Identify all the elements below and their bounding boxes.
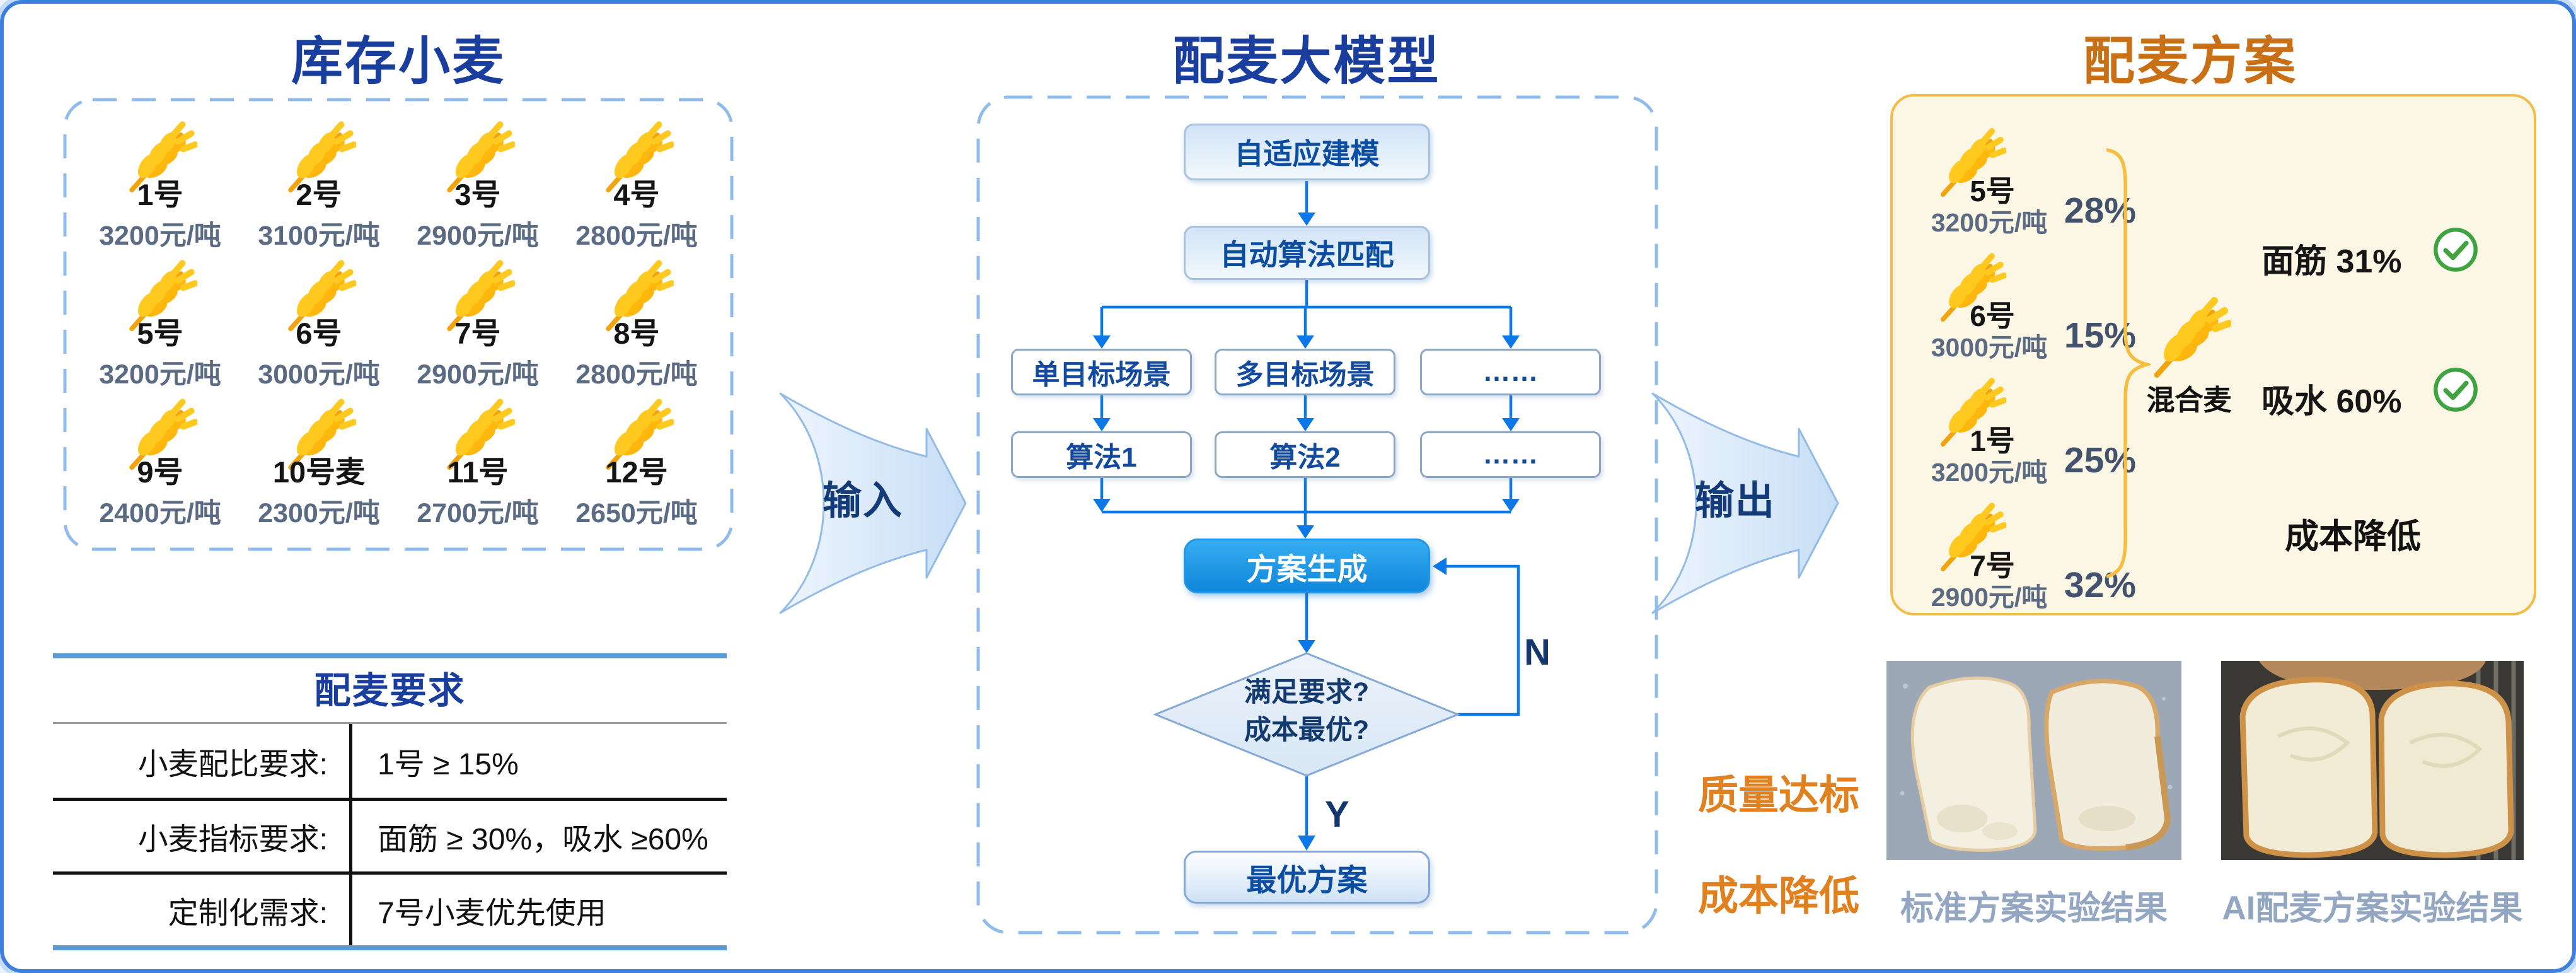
wheat-price: 3100元/吨 bbox=[258, 221, 380, 251]
output-arrow-label: 输出 bbox=[1694, 479, 1776, 523]
node-optimal-plan: 最优方案 bbox=[1184, 851, 1430, 904]
stock-wheat-grid: 1号 3200元/吨 2号 3100元/吨 3号 2900元/吨 4号 2800… bbox=[63, 98, 734, 551]
wheat-card: 3号 2900元/吨 bbox=[417, 119, 539, 253]
wheat-price: 2900元/吨 bbox=[417, 359, 539, 390]
wheat-price: 3200元/吨 bbox=[99, 359, 221, 390]
node-adaptive-modeling: 自适应建模 bbox=[1184, 124, 1430, 180]
input-big-arrow-icon bbox=[779, 392, 967, 614]
wheat-price: 2300元/吨 bbox=[258, 498, 380, 528]
wheat-name: 2号 bbox=[296, 178, 342, 211]
node-multi-objective-scene: 多目标场景 bbox=[1215, 349, 1395, 395]
node-auto-algorithm-matching: 自动算法匹配 bbox=[1184, 226, 1430, 280]
row-label: 小麦配比要求: bbox=[137, 747, 328, 781]
wheat-card: 11号 2700元/吨 bbox=[417, 396, 539, 530]
table-row: 定制化需求: 7号小麦优先使用 bbox=[53, 871, 727, 945]
branch-yes-label: Y bbox=[1325, 794, 1349, 835]
row-value: 面筋 ≥ 30%，吸水 ≥60% bbox=[349, 801, 727, 871]
decision-line-2: 成本最优? bbox=[1244, 715, 1370, 745]
wheat-name: 3号 bbox=[454, 178, 501, 211]
wheat-price: 2400元/吨 bbox=[99, 498, 221, 528]
wheat-name: 5号 bbox=[137, 317, 183, 350]
table-row: 小麦指标要求: 面筋 ≥ 30%，吸水 ≥60% bbox=[53, 798, 727, 871]
mix-item: 5号 3200元/吨 28% bbox=[1917, 127, 2136, 247]
wheat-card: 2号 3100元/吨 bbox=[258, 119, 380, 253]
mix-item: 7号 2900元/吨 32% bbox=[1917, 501, 2136, 621]
row-label: 小麦指标要求: bbox=[137, 823, 328, 856]
cost-reduction-note: 成本降低 bbox=[2285, 518, 2421, 556]
mix-wheat-price: 3200元/吨 bbox=[1931, 208, 2048, 237]
decision-diamond-text: 满足要求? 成本最优? bbox=[1162, 673, 1452, 749]
wheat-name: 6号 bbox=[296, 317, 342, 350]
wheat-price: 2700元/吨 bbox=[417, 498, 539, 528]
brace-icon bbox=[2106, 148, 2151, 578]
branch-no-label: N bbox=[1524, 632, 1551, 673]
wheat-name: 1号 bbox=[137, 178, 183, 211]
wheat-price: 3000元/吨 bbox=[258, 359, 380, 390]
mix-wheat-name: 6号 bbox=[1970, 300, 2015, 332]
mix-wheat-name: 7号 bbox=[1970, 549, 2015, 582]
mix-wheat-percent: 32% bbox=[2064, 565, 2136, 605]
node-more-scenes: …… bbox=[1420, 349, 1601, 395]
wheat-name: 8号 bbox=[613, 317, 660, 350]
row-label: 定制化需求: bbox=[168, 897, 328, 930]
wheat-price: 3200元/吨 bbox=[99, 221, 221, 251]
experiment-photo-ai bbox=[2221, 661, 2524, 860]
decision-line-1: 满足要求? bbox=[1244, 677, 1370, 708]
node-plan-generation: 方案生成 bbox=[1184, 539, 1430, 593]
wheat-card: 12号 2650元/吨 bbox=[575, 396, 698, 530]
mix-wheat-price: 2900元/吨 bbox=[1931, 583, 2048, 612]
wheat-card: 9号 2400元/吨 bbox=[99, 396, 221, 530]
wheat-card: 1号 3200元/吨 bbox=[99, 119, 221, 253]
node-algorithm-1: 算法1 bbox=[1011, 431, 1192, 478]
mix-wheat-name: 5号 bbox=[1970, 175, 2015, 207]
wheat-name: 11号 bbox=[447, 455, 509, 489]
check-circle-icon bbox=[2432, 366, 2480, 414]
wheat-name: 4号 bbox=[613, 178, 660, 211]
blend-wheat-icon bbox=[2147, 294, 2231, 378]
wheat-price: 2800元/吨 bbox=[575, 221, 698, 251]
decision-diamond bbox=[1152, 652, 1461, 777]
wheat-name: 12号 bbox=[605, 455, 668, 489]
wheat-card: 8号 2800元/吨 bbox=[575, 257, 698, 392]
caption-ai-result: AI配麦方案实验结果 bbox=[2222, 890, 2523, 927]
node-more-algorithms: …… bbox=[1420, 431, 1601, 478]
left-section-title: 库存小麦 bbox=[291, 33, 505, 90]
row-value: 1号 ≥ 15% bbox=[349, 724, 727, 798]
metric-gluten: 面筋 31% bbox=[2261, 243, 2402, 280]
wheat-price: 2800元/吨 bbox=[575, 359, 698, 390]
flowchart-connectors bbox=[1093, 181, 1520, 851]
wheat-card: 7号 2900元/吨 bbox=[417, 257, 539, 392]
wheat-name: 7号 bbox=[454, 317, 501, 350]
check-circle-icon bbox=[2432, 226, 2480, 274]
experiment-photo-standard bbox=[1886, 661, 2181, 860]
right-section-title: 配麦方案 bbox=[2082, 33, 2297, 90]
middle-section-title: 配麦大模型 bbox=[1172, 33, 1441, 90]
wheat-price: 2900元/吨 bbox=[417, 221, 539, 251]
wheat-name: 10号麦 bbox=[272, 455, 366, 489]
blending-requirements-table: 配麦要求 小麦配比要求: 1号 ≥ 15% 小麦指标要求: 面筋 ≥ 30%，吸… bbox=[53, 653, 727, 950]
caption-standard-result: 标准方案实验结果 bbox=[1900, 890, 2168, 927]
mix-item: 6号 3000元/吨 15% bbox=[1917, 252, 2136, 371]
node-algorithm-2: 算法2 bbox=[1215, 431, 1395, 478]
blend-label: 混合麦 bbox=[2146, 384, 2232, 416]
node-single-objective-scene: 单目标场景 bbox=[1011, 349, 1192, 395]
output-big-arrow-icon bbox=[1651, 392, 1839, 614]
wheat-price: 2650元/吨 bbox=[575, 498, 698, 528]
requirements-table-title: 配麦要求 bbox=[53, 658, 727, 724]
wheat-card: 5号 3200元/吨 bbox=[99, 257, 221, 392]
mix-wheat-price: 3000元/吨 bbox=[1931, 333, 2048, 362]
mix-wheat-name: 1号 bbox=[1970, 424, 2015, 457]
metric-water-absorption: 吸水 60% bbox=[2261, 383, 2402, 420]
input-arrow-label: 输入 bbox=[822, 479, 903, 523]
wheat-name: 9号 bbox=[137, 455, 183, 489]
table-row: 小麦配比要求: 1号 ≥ 15% bbox=[53, 724, 727, 798]
benefit-quality: 质量达标 bbox=[1698, 772, 1859, 818]
benefit-cost: 成本降低 bbox=[1698, 873, 1859, 919]
wheat-card: 6号 3000元/吨 bbox=[258, 257, 380, 392]
mix-item: 1号 3200元/吨 25% bbox=[1917, 376, 2136, 496]
mix-wheat-price: 3200元/吨 bbox=[1931, 458, 2048, 487]
wheat-card: 4号 2800元/吨 bbox=[575, 119, 698, 253]
wheat-card: 10号麦 2300元/吨 bbox=[258, 396, 380, 530]
row-value: 7号小麦优先使用 bbox=[349, 875, 727, 945]
